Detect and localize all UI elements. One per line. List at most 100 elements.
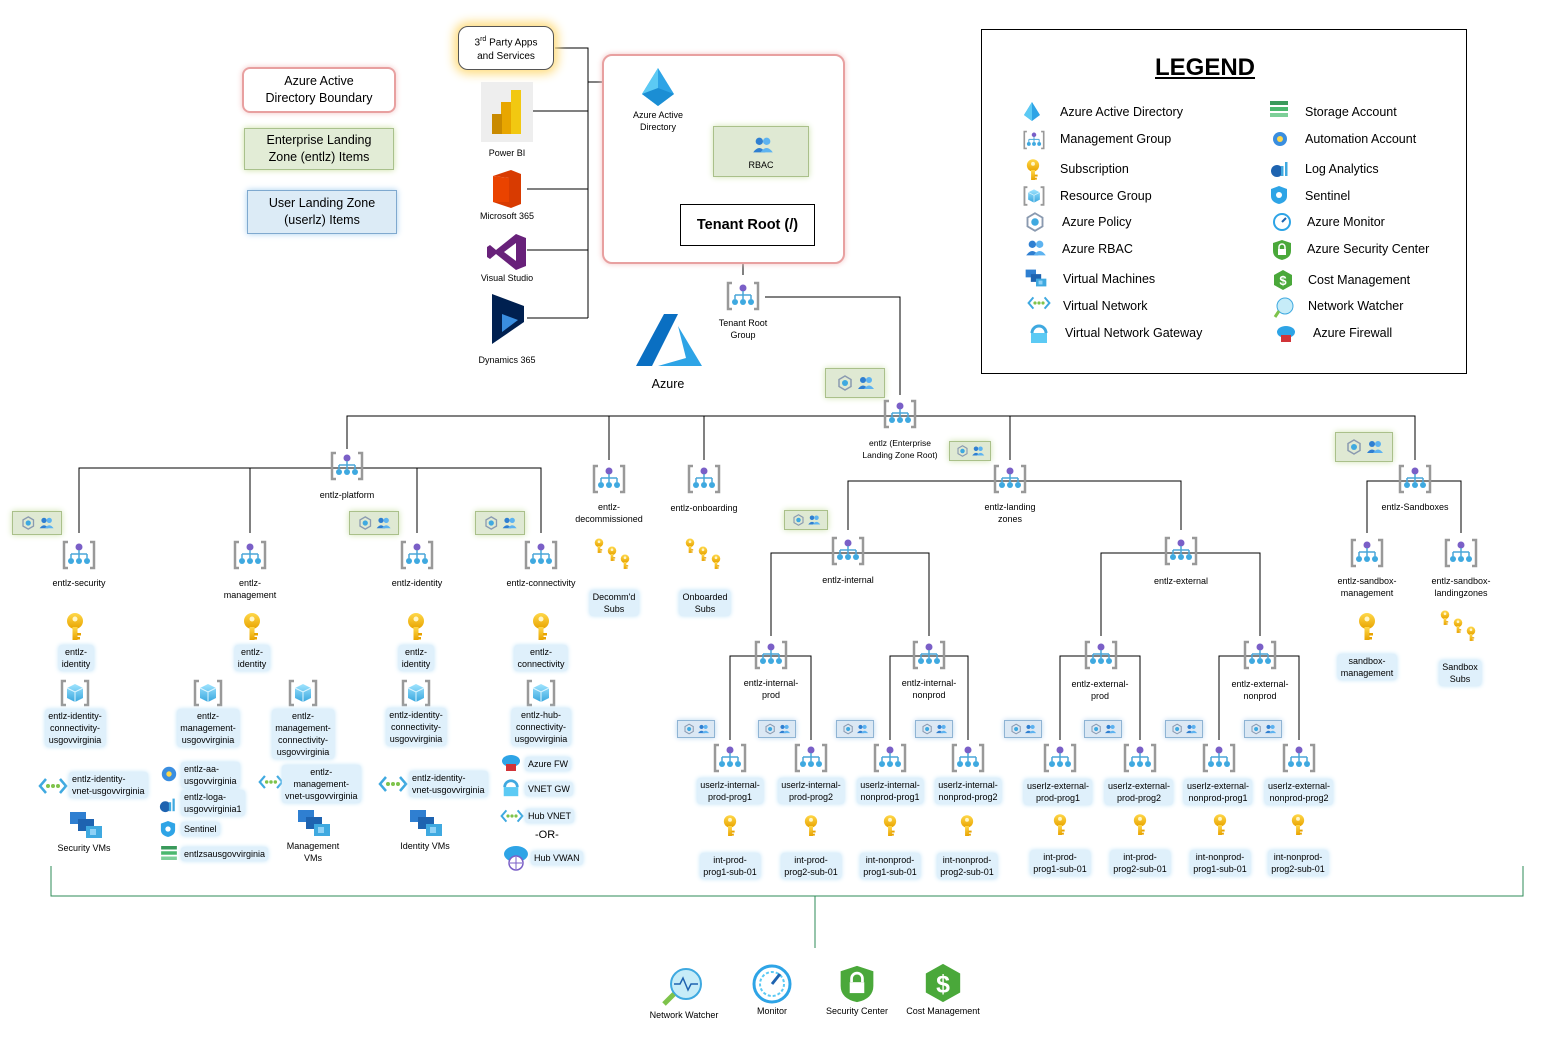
- dynamics-365-icon: [490, 292, 526, 346]
- policy-rbac-box: [1244, 720, 1282, 738]
- internal-label: entlz-internal: [822, 575, 874, 585]
- subscription-icon: [801, 814, 821, 838]
- virtual-network-label: entlz- management- vnet-usgovvirginia: [282, 765, 361, 803]
- legend-storage-icon: [1270, 101, 1292, 123]
- storage-account-icon: [161, 846, 177, 860]
- subscription-icon: [720, 814, 740, 838]
- legend-item: Azure Firewall: [1313, 326, 1393, 340]
- legend-item: Subscription: [1060, 162, 1129, 176]
- legend-monitor-icon: [1272, 212, 1294, 234]
- automation-account-icon: [160, 765, 178, 783]
- power-bi-label: Power BI: [488, 148, 526, 158]
- identity-label: entlz-identity: [391, 578, 443, 588]
- policy-rbac-box: [915, 720, 953, 738]
- subscription-label: entlz- connectivity: [514, 645, 568, 671]
- legend-vnet-gateway-icon: [1028, 323, 1050, 345]
- azure-firewall-label: Azure FW: [525, 757, 572, 771]
- subscription-label: int-nonprod- prog1-sub-01: [860, 853, 920, 879]
- decommissioned-mg-icon: [592, 462, 626, 496]
- internal-mg-icon: [831, 534, 865, 568]
- security-center-label: Security Center: [825, 1006, 889, 1016]
- virtual-network-icon: [258, 773, 284, 791]
- virtual-network-icon: [38, 776, 68, 796]
- subscription-label: int-prod- prog2-sub-01: [1110, 850, 1170, 876]
- userlz-label: userlz-external- prod-prog1: [1023, 779, 1093, 805]
- resource-group-label: entlz- management- connectivity- usgovvi…: [272, 709, 334, 759]
- legend-item: Network Watcher: [1308, 299, 1404, 313]
- subscription-label: int-nonprod- prog2-sub-01: [937, 853, 997, 879]
- subscription-icon: [239, 612, 265, 642]
- management-mg-icon: [233, 538, 267, 572]
- entlz-items-key: Enterprise Landing Zone (entlz) Items: [244, 128, 394, 170]
- userlz-items-key: User Landing Zone (userlz) Items: [247, 190, 397, 234]
- resource-group-icon: [60, 678, 90, 708]
- policy-rbac-box: [475, 511, 525, 535]
- internal-prod-label: entlz-internal- prod: [743, 678, 799, 700]
- platform-mg-icon: [330, 449, 364, 483]
- legend-item: Automation Account: [1305, 132, 1417, 146]
- tenant-root-group-icon: [726, 279, 760, 313]
- legend-log-analytics-icon: [1270, 158, 1292, 180]
- dynamics-365-label: Dynamics 365: [478, 355, 536, 365]
- decomm-subs-label: Decomm'd Subs: [589, 590, 639, 616]
- management-label: entlz- management: [223, 578, 277, 600]
- connectivity-mg-icon: [524, 538, 558, 572]
- sandbox-lz-label: entlz-sandbox- landingzones: [1431, 576, 1491, 598]
- external-nonprod-mg-icon: [1243, 638, 1277, 672]
- subscription-icon: [1354, 612, 1380, 642]
- userlz-mg-icon: [873, 741, 907, 775]
- legend-vnet-icon: [1027, 295, 1049, 317]
- policy-rbac-box: [949, 441, 991, 461]
- visual-studio-icon: [486, 232, 528, 272]
- legend-cost-management-icon: $: [1273, 269, 1295, 291]
- legend-firewall-icon: [1275, 324, 1297, 346]
- azure-firewall-icon: [500, 753, 522, 773]
- tenant-root-label: Tenant Root (/): [696, 217, 799, 233]
- resource-group-icon: [193, 678, 223, 708]
- internal-nonprod-mg-icon: [912, 638, 946, 672]
- external-prod-label: entlz-external- prod: [1071, 679, 1129, 701]
- legend-item: Azure RBAC: [1062, 242, 1133, 256]
- legend-management-group-icon: [1023, 129, 1045, 151]
- security-label: entlz-security: [52, 578, 106, 588]
- subscription-label: entlz- identity: [398, 645, 434, 671]
- virtual-network-label: entlz-identity- vnet-usgovvirginia: [69, 772, 148, 798]
- storage-account-label: entlzsausgovvirginia: [181, 847, 269, 861]
- resource-group-label: entlz-identity- connectivity- usgovvirgi…: [386, 708, 446, 746]
- policy-rbac-box: [1004, 720, 1042, 738]
- vnet-gateway-icon: [501, 778, 521, 798]
- resource-group-icon: [288, 678, 318, 708]
- userlz-label: userlz-external- prod-prog2: [1104, 779, 1174, 805]
- third-party-number: 3: [474, 37, 481, 49]
- legend-item: Resource Group: [1060, 189, 1152, 203]
- legend-automation-icon: [1270, 129, 1292, 151]
- legend-vm-icon: [1025, 268, 1047, 290]
- third-party-suffix: rd: [480, 36, 487, 44]
- legend-title: LEGEND: [1155, 54, 1256, 81]
- landing-zones-label: entlz-landing zones: [984, 502, 1036, 524]
- legend-item: Virtual Network Gateway: [1065, 326, 1203, 340]
- log-analytics-label: entlz-loga- usgovvirginia1: [181, 790, 245, 816]
- resource-group-label: entlz-hub- connectivity- usgovvirginia: [511, 708, 571, 746]
- userlz-items-label: User Landing Zone (userlz) Items: [268, 196, 376, 227]
- third-party-label: Party Apps and Services: [477, 37, 538, 62]
- subscription-icon: [528, 612, 554, 642]
- legend-item: Azure Monitor: [1307, 215, 1385, 229]
- external-mg-icon: [1164, 534, 1198, 568]
- subscription-icon: [62, 612, 88, 642]
- sandbox-lz-mg-icon: [1444, 536, 1478, 570]
- subscription-label: entlz- identity: [234, 645, 270, 671]
- azure-logo-icon: [634, 312, 704, 368]
- subscription-label: int-prod- prog1-sub-01: [700, 853, 760, 879]
- userlz-label: userlz-external- nonprod-prog2: [1264, 779, 1334, 805]
- network-watcher-icon: [660, 966, 704, 1008]
- entlz-items-label: Enterprise Landing Zone (entlz) Items: [266, 133, 372, 164]
- legend-policy-icon: [1025, 212, 1047, 234]
- legend-rbac-icon: [1025, 238, 1047, 260]
- subscription-label: entlz- identity: [58, 645, 94, 671]
- policy-rbac-box: [1335, 432, 1393, 462]
- entlz-root-mg-icon: [883, 397, 917, 431]
- legend-security-center-icon: [1272, 239, 1294, 261]
- hub-vnet-label: Hub VNET: [525, 809, 575, 823]
- legend-network-watcher-icon: [1273, 297, 1295, 319]
